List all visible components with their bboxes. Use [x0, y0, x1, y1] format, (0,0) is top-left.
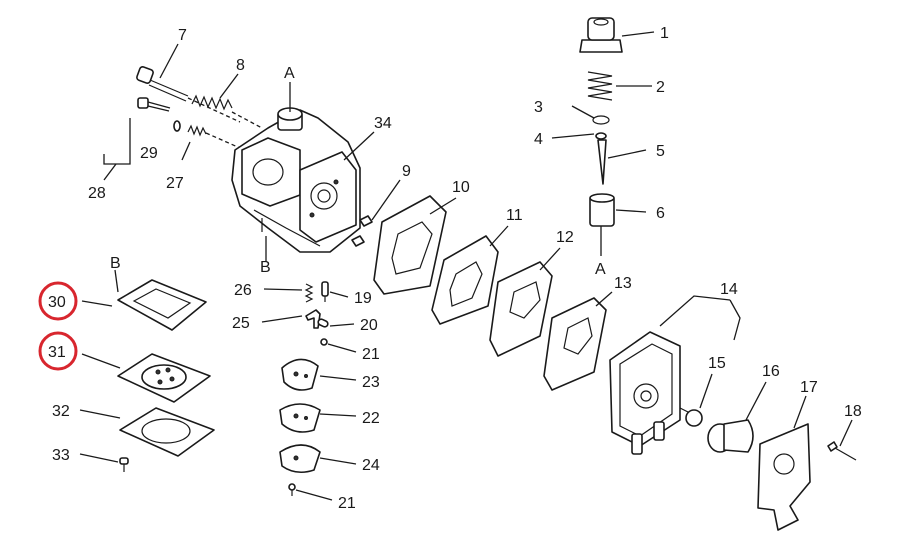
callout-23: 23 [362, 374, 380, 391]
ref-a-top: A [284, 65, 295, 82]
callout-20: 20 [360, 317, 378, 334]
callout-24: 24 [362, 457, 380, 474]
callout-28: 28 [88, 185, 106, 202]
part-1-cap [579, 17, 623, 53]
part-8-spring [191, 94, 263, 129]
part-22-plate [279, 403, 321, 433]
part-17-bracket [757, 423, 811, 531]
callout-19: 19 [354, 290, 372, 307]
part-7-screw [136, 66, 241, 123]
callout-1: 1 [660, 25, 669, 42]
part-29-screw [137, 97, 171, 112]
part-24-plate [279, 444, 321, 474]
callout-10: 10 [452, 179, 470, 196]
part-5-needle [597, 139, 607, 185]
part-4-washer [595, 132, 607, 140]
callout-16: 16 [762, 363, 780, 380]
callout-4: 4 [534, 131, 543, 148]
part-10-gasket [373, 195, 447, 295]
part-14-pump-cover [609, 331, 681, 455]
part-26-spring [304, 283, 314, 303]
highlight-ring-30 [38, 281, 78, 321]
callout-22: 22 [362, 410, 380, 427]
callout-27: 27 [166, 175, 184, 192]
callout-17: 17 [800, 379, 818, 396]
callout-33: 33 [52, 447, 70, 464]
callout-12: 12 [556, 229, 574, 246]
ref-b-body: B [260, 259, 271, 276]
part-11-gasket [431, 235, 499, 325]
part-12-plate [489, 261, 553, 357]
part-2-spring [587, 71, 613, 101]
callout-2: 2 [656, 79, 665, 96]
callout-32: 32 [52, 403, 70, 420]
part-3-clip [592, 115, 610, 125]
part-6-seat [589, 193, 615, 227]
callout-13: 13 [614, 275, 632, 292]
callout-26: 26 [234, 282, 252, 299]
part-25-lever [305, 309, 321, 329]
part-9-jets [351, 215, 373, 247]
callout-9: 9 [402, 163, 411, 180]
part-27-washer-spring [173, 120, 241, 149]
part-21-screw-a [320, 338, 328, 346]
callout-34: 34 [374, 115, 392, 132]
part-19-needle [321, 281, 329, 302]
part-30-gasket [117, 279, 207, 331]
part-23-plate [281, 358, 319, 391]
callout-21a: 21 [362, 346, 380, 363]
part-33-screw [119, 457, 129, 472]
callout-21b: 21 [338, 495, 356, 512]
highlight-ring-31 [38, 331, 78, 371]
callout-5: 5 [656, 143, 665, 160]
leader-lines [79, 31, 853, 501]
part-18-screw [827, 441, 857, 461]
part-13-gasket [543, 297, 607, 391]
callout-14: 14 [720, 281, 738, 298]
ref-b-kit: B [110, 255, 121, 272]
callout-15: 15 [708, 355, 726, 372]
callout-30: 30 [48, 294, 66, 311]
callout-18: 18 [844, 403, 862, 420]
part-32-cover [119, 407, 215, 457]
ref-a-right: A [595, 261, 606, 278]
part-16-filter [707, 419, 754, 453]
callout-3: 3 [534, 99, 543, 116]
callout-6: 6 [656, 205, 665, 222]
callout-25: 25 [232, 315, 250, 332]
part-20-pin [317, 318, 329, 328]
callout-31: 31 [48, 344, 66, 361]
part-31-diaphragm [117, 353, 211, 403]
callout-labels: 1 2 3 4 5 6 7 8 9 10 11 12 13 14 15 16 1… [48, 25, 862, 512]
callout-7: 7 [178, 27, 187, 44]
callout-8: 8 [236, 57, 245, 74]
part-15-valve [679, 407, 703, 427]
part-21-screw-b [288, 483, 296, 496]
callout-29: 29 [140, 145, 158, 162]
part-34-carburetor-body [231, 107, 361, 253]
callout-11: 11 [506, 207, 523, 224]
